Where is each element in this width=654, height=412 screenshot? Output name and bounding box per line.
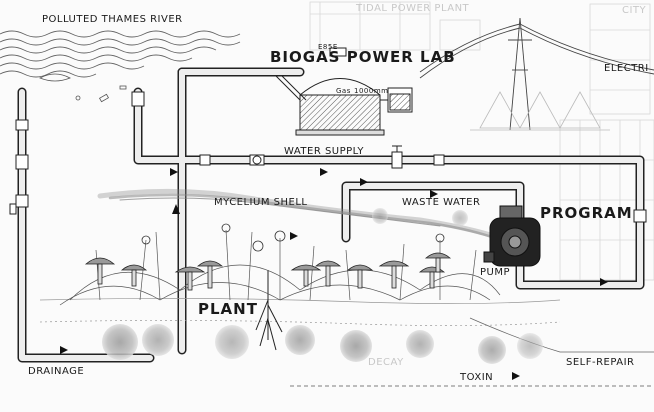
- tank-gas-label: Gas: [336, 87, 351, 95]
- river-debris: [39, 73, 127, 103]
- waste-water-label: WASTE WATER: [402, 197, 481, 208]
- drainage-label: DRAINAGE: [28, 366, 85, 377]
- background-buildings: [309, 1, 654, 281]
- toxin-label: TOXIN: [460, 372, 494, 383]
- pipe-valves: [9, 91, 647, 223]
- power-line: [419, 17, 654, 131]
- pump-machine: [483, 205, 541, 267]
- city-label: CITY: [622, 5, 647, 16]
- water-supply-label: WATER SUPPLY: [284, 146, 365, 157]
- tidal-plant-label: TIDAL POWER PLANT: [356, 3, 470, 14]
- mushrooms: [84, 252, 452, 291]
- self-repair-label: SELF-REPAIR: [566, 357, 635, 368]
- dandelions: [141, 223, 445, 252]
- biogas-tank: [269, 47, 413, 136]
- tank-top-label: E85E: [318, 43, 338, 51]
- hanging-lamps: [470, 91, 610, 131]
- pump-label: PUMP: [480, 267, 511, 278]
- mycelium-roots: [102, 208, 543, 364]
- river-label: POLLUTED THAMES RIVER: [42, 14, 183, 25]
- mycelium-shell-label: MYCELIUM SHELL: [214, 197, 308, 208]
- flow-arrows: [60, 168, 608, 380]
- plant-root: [255, 270, 283, 351]
- tank-volume-label: 1000mm: [354, 87, 389, 95]
- electricity-label: ELECTRI: [604, 63, 649, 74]
- mycelium-smoke: [97, 188, 503, 242]
- biogas-lab-title: BIOGAS POWER LAB: [270, 48, 456, 66]
- ground: [39, 298, 654, 387]
- program-label: PROGRAM: [540, 204, 633, 222]
- decay-label: DECAY: [368, 357, 404, 368]
- plant-label: PLANT: [198, 300, 258, 318]
- river-waves: [0, 30, 241, 78]
